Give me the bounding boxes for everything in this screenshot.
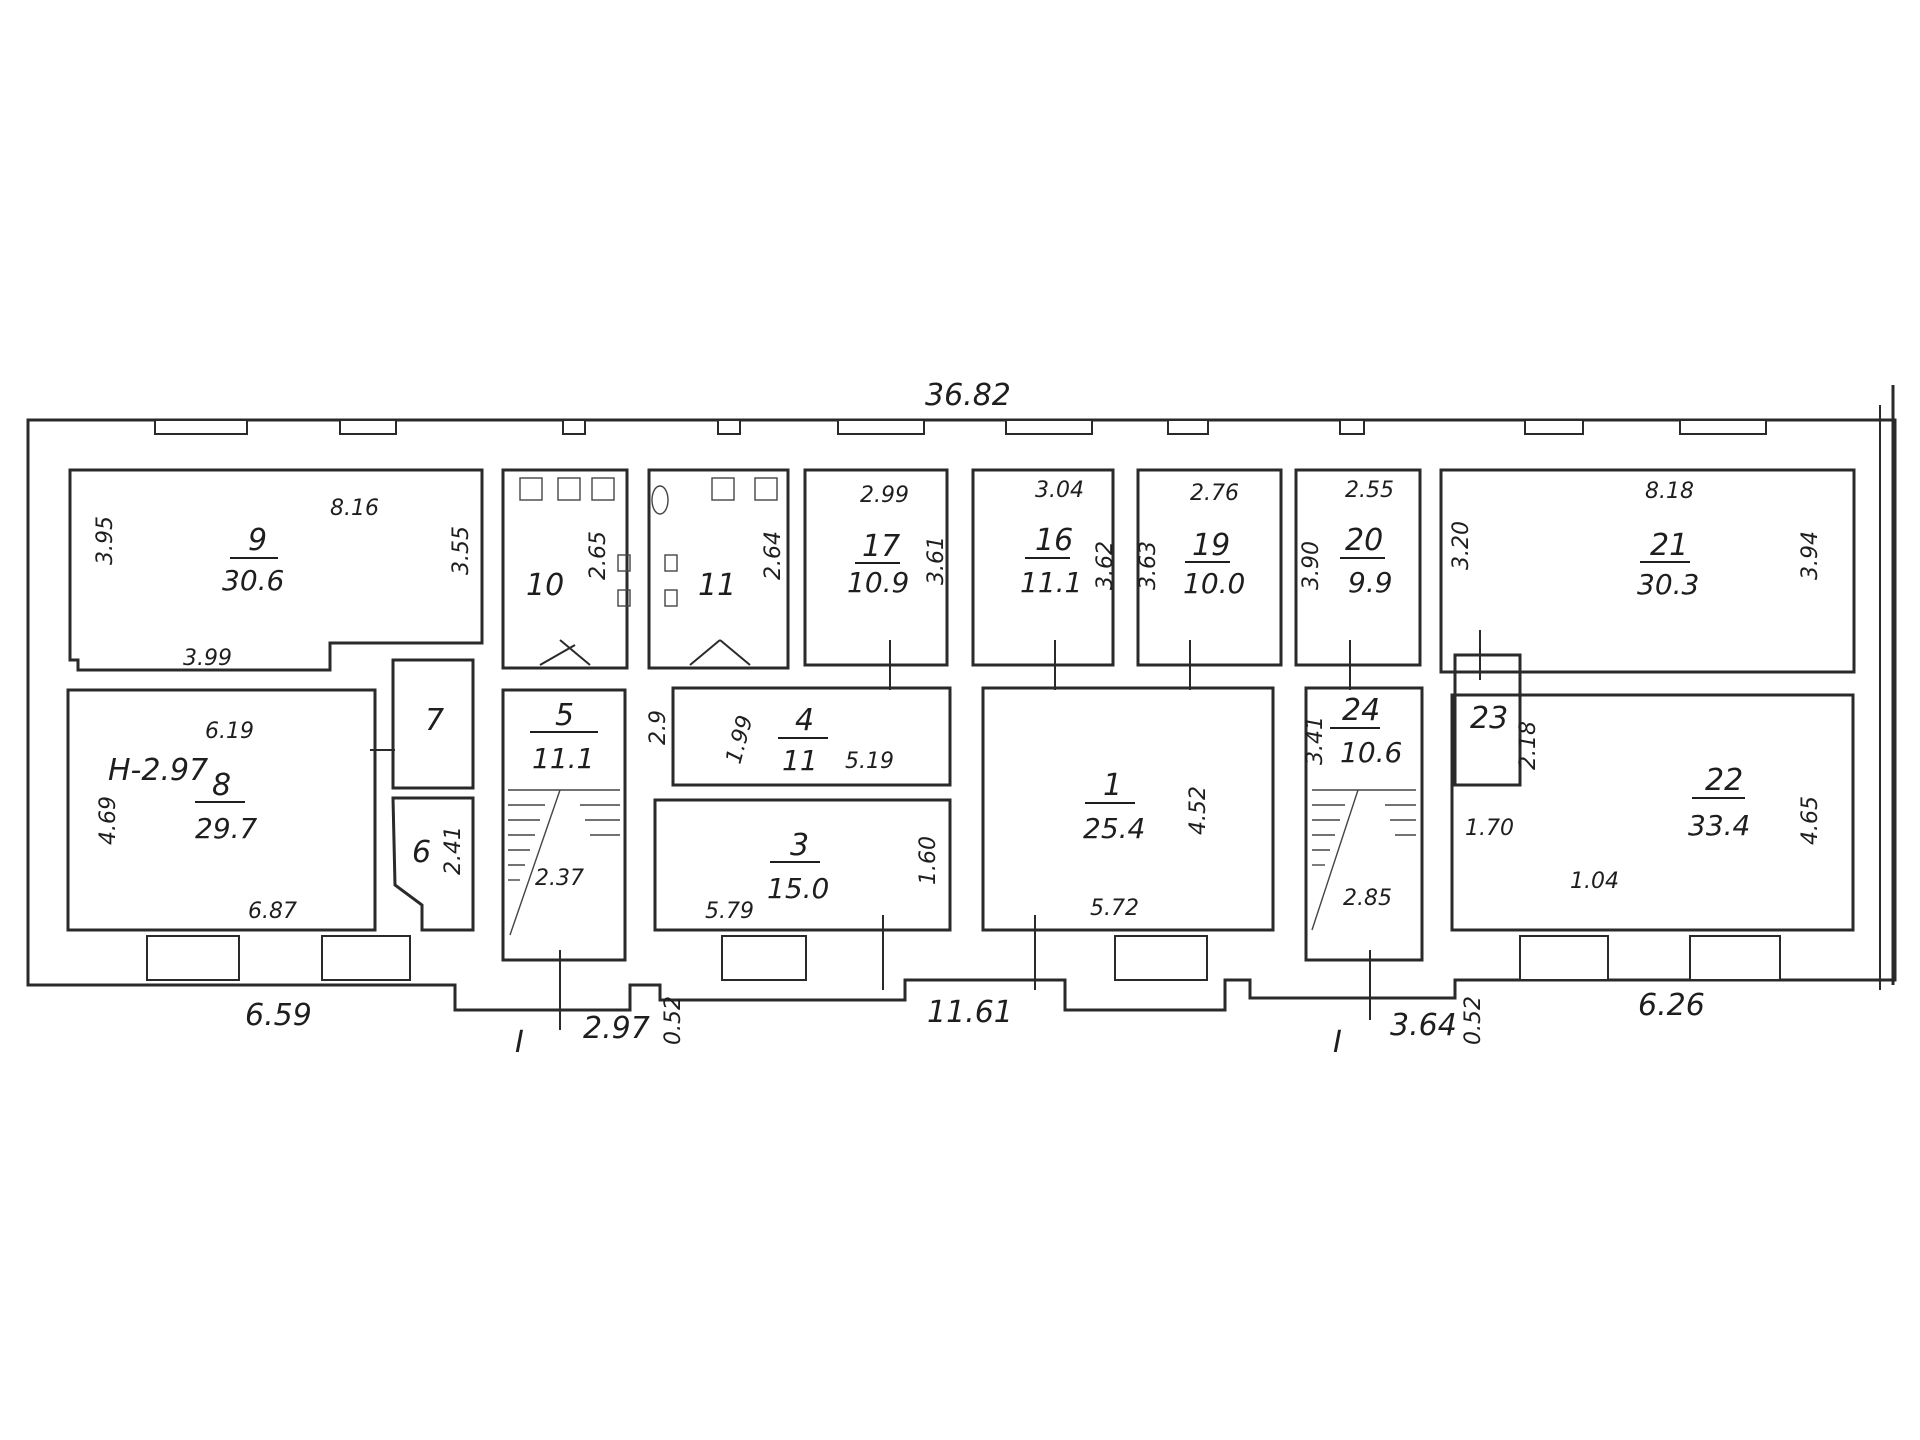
room-22-dim-b: 4.65 (1798, 796, 1823, 845)
room-outlines (66, 468, 1856, 962)
room-8-dim-a: 6.19 (205, 719, 254, 744)
room-4-area: 11 (782, 744, 818, 777)
room-20-area: 9.9 (1348, 566, 1393, 599)
room-17-dim-b: 3.61 (924, 536, 949, 585)
room-9-dim-c: 3.55 (449, 526, 474, 575)
room-1-area: 25.4 (1083, 812, 1145, 845)
entrance-mark-1: I (515, 1025, 524, 1060)
room-22-number: 22 (1705, 763, 1743, 798)
room-22-dim-a: 1.70 (1465, 816, 1514, 841)
labels: 36.82 H-2.97 6.59 2.97 0.52 11.61 3.64 0… (93, 378, 1823, 1060)
room-16-number: 16 (1035, 523, 1073, 558)
room-9-dim-a: 8.16 (330, 496, 379, 521)
room-4-dim-a: 5.19 (845, 749, 894, 774)
room-8-area: 29.7 (195, 812, 258, 845)
room-21-dim-a: 8.18 (1645, 479, 1694, 504)
room-17-area: 10.9 (847, 566, 909, 599)
room-23-number: 23 (1470, 701, 1508, 736)
room-3-dim-a: 5.79 (705, 899, 754, 924)
bottom-dim-1: 6.59 (245, 998, 312, 1033)
room-11-dim: 2.64 (761, 531, 786, 580)
room-19-number: 19 (1192, 528, 1230, 563)
room-5-dim: 2.37 (535, 866, 584, 891)
toilet-icons (519, 477, 778, 607)
room-24-dim-a: 2.85 (1343, 886, 1392, 911)
room-9-dim-b: 3.95 (93, 516, 118, 565)
room-7-number: 7 (425, 703, 444, 738)
room-3-area: 15.0 (767, 872, 829, 905)
room-10-dim: 2.65 (586, 531, 611, 580)
room-5-area: 11.1 (532, 742, 594, 775)
room-19-area: 10.0 (1183, 567, 1245, 600)
bottom-dim-2: 2.97 (583, 1011, 650, 1046)
ceiling-height-label: H-2.97 (108, 753, 208, 788)
bottom-windows (146, 935, 1781, 981)
entrance-mark-2: I (1333, 1025, 1342, 1060)
room-16-area: 11.1 (1020, 566, 1082, 599)
room-6-number: 6 (412, 835, 431, 870)
room-19-dim-a: 2.76 (1190, 481, 1239, 506)
room-24-area: 10.6 (1340, 736, 1402, 769)
bottom-dim-4: 11.61 (927, 995, 1013, 1030)
room-17-dim-a: 2.99 (860, 483, 909, 508)
room-1-dim-b: 4.52 (1186, 786, 1211, 835)
room-23-dim: 2.18 (1516, 721, 1541, 770)
room-24-dim-b: 3.41 (1303, 716, 1328, 765)
room-20-number: 20 (1345, 523, 1383, 558)
room-24-number: 24 (1342, 693, 1380, 728)
bottom-dim-5: 3.64 (1390, 1008, 1457, 1043)
room-10-number: 10 (526, 568, 564, 603)
room-21-dim-c: 3.94 (1798, 531, 1823, 580)
top-windows (154, 419, 1767, 435)
bottom-dim-7: 6.26 (1638, 988, 1705, 1023)
room-20-dim-b: 3.90 (1299, 541, 1324, 590)
room-8-number: 8 (212, 768, 231, 803)
room-8-dim-c: 6.87 (248, 899, 297, 924)
room-9-dim-d: 3.99 (183, 646, 232, 671)
room-19-dim-b: 3.63 (1136, 541, 1161, 590)
bottom-dim-3: 0.52 (661, 996, 686, 1045)
corridor-small-label: 2.9 (646, 710, 671, 745)
room-5-number: 5 (555, 698, 574, 733)
doors (370, 630, 1481, 1030)
outer-walls (26, 385, 1897, 1012)
room-1-dim-a: 5.72 (1090, 896, 1139, 921)
room-4-dim-b: 1.99 (722, 713, 759, 767)
room-3-number: 3 (790, 828, 809, 863)
room-1-number: 1 (1103, 768, 1122, 803)
room-16-dim-b: 3.62 (1093, 541, 1118, 590)
room-6-dim: 2.41 (441, 826, 466, 875)
room-9-number: 9 (248, 523, 267, 558)
room-3-dim-b: 1.60 (916, 836, 941, 885)
room-8-dim-b: 4.69 (96, 796, 121, 845)
room-11-number: 11 (698, 568, 736, 603)
room-9-area: 30.6 (222, 564, 284, 597)
room-21-dim-b: 3.20 (1449, 521, 1474, 570)
room-17-number: 17 (862, 529, 900, 564)
bottom-dim-6: 0.52 (1461, 996, 1486, 1045)
room-21-area: 30.3 (1637, 568, 1699, 601)
stairs (508, 789, 1416, 936)
overall-width-label: 36.82 (925, 378, 1011, 413)
room-4-number: 4 (795, 703, 814, 738)
room-22-dim-c: 1.04 (1570, 869, 1619, 894)
room-20-dim-a: 2.55 (1345, 478, 1394, 503)
room-21-number: 21 (1650, 528, 1688, 563)
room-22-area: 33.4 (1688, 809, 1750, 842)
room-16-dim-a: 3.04 (1035, 478, 1084, 503)
